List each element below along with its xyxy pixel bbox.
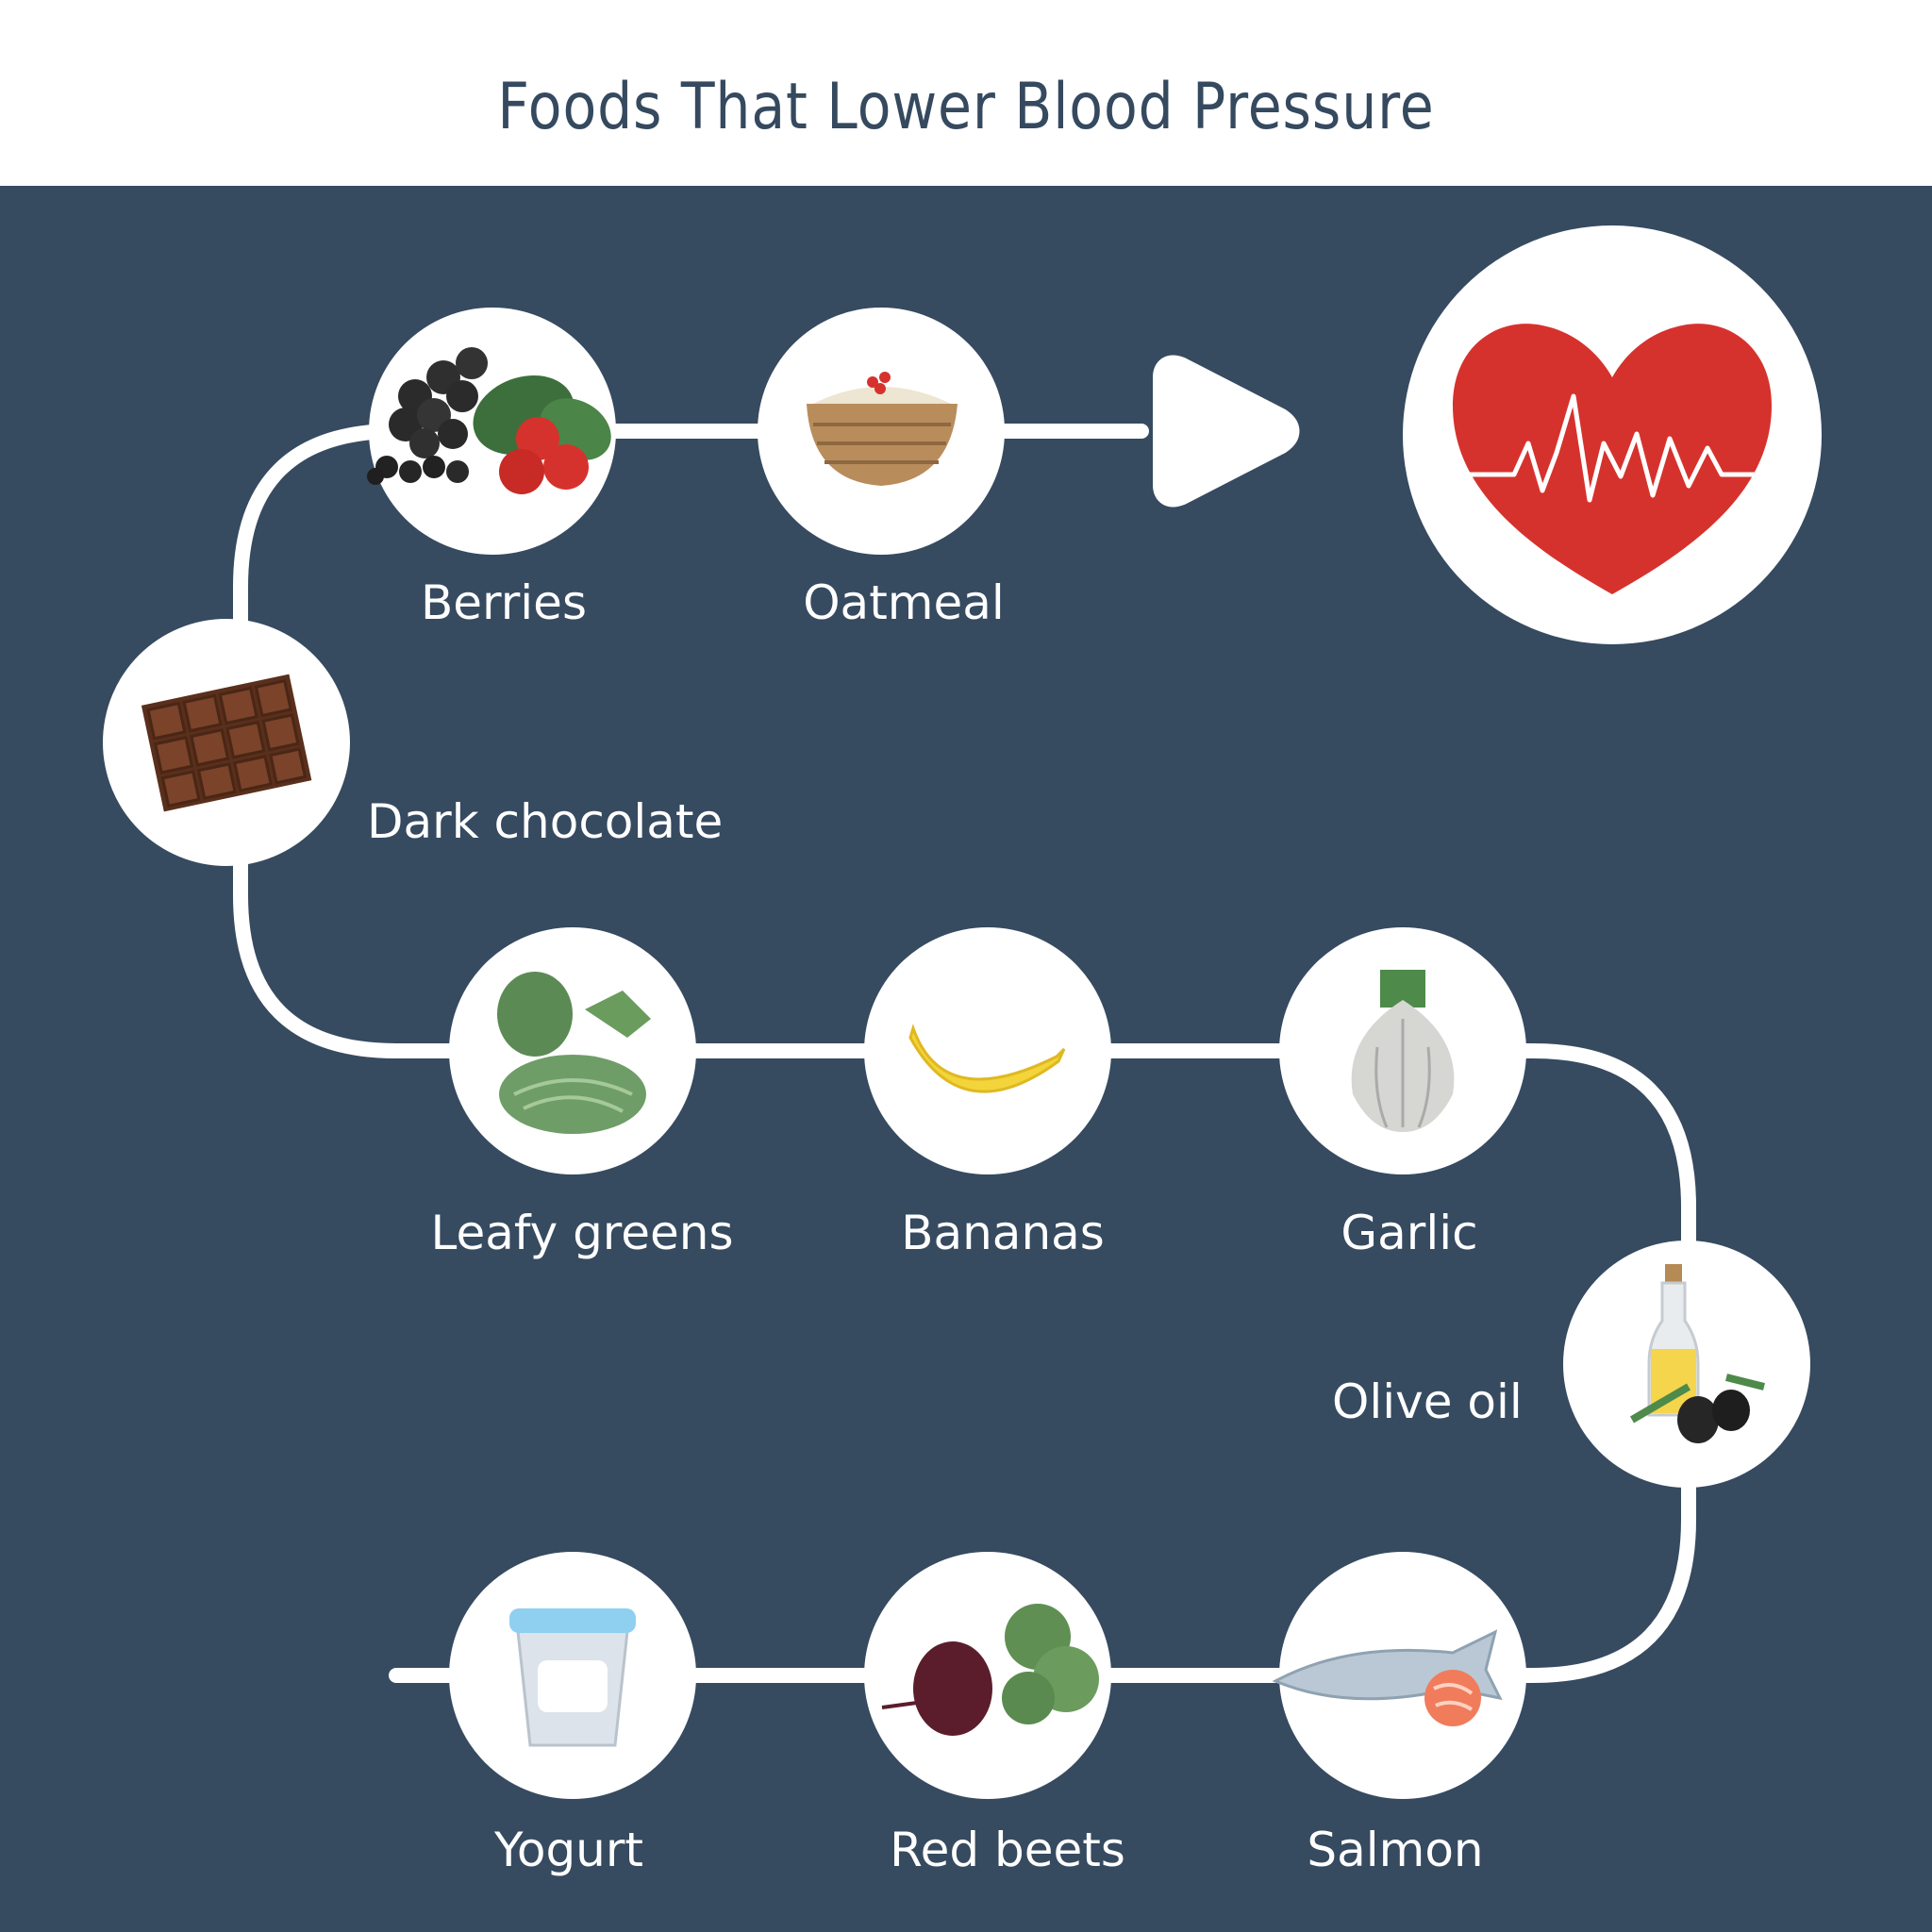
page-title: Foods That Lower Blood Pressure (497, 70, 1435, 144)
label-yogurt: Yogurt (493, 1823, 644, 1877)
olive-oil-icon (1629, 1264, 1765, 1443)
node-oatmeal (758, 308, 1005, 555)
banana-icon (908, 1024, 1066, 1093)
goal-heart-node (1403, 225, 1822, 644)
node-olive-oil (1563, 1241, 1810, 1488)
oatmeal-bowl-icon (807, 372, 958, 486)
label-bananas: Bananas (901, 1206, 1105, 1260)
label-dark-chocolate: Dark chocolate (367, 794, 724, 849)
node-red-beets (864, 1552, 1111, 1799)
header: Foods That Lower Blood Pressure (0, 0, 1932, 186)
arrow-head-icon (1153, 355, 1300, 508)
label-salmon: Salmon (1307, 1823, 1484, 1877)
salmon-icon (1272, 1629, 1503, 1726)
node-dark-chocolate (103, 619, 350, 866)
garlic-icon (1351, 970, 1455, 1132)
label-red-beets: Red beets (890, 1823, 1125, 1877)
node-berries (367, 308, 616, 555)
label-leafy-greens: Leafy greens (430, 1206, 734, 1260)
node-salmon (1272, 1552, 1526, 1799)
chocolate-bar-icon (141, 674, 312, 812)
beet-icon (881, 1604, 1099, 1736)
node-leafy-greens (449, 927, 696, 1174)
leafy-greens-icon (497, 972, 651, 1134)
berries-icon (367, 347, 611, 494)
node-yogurt (449, 1552, 696, 1799)
node-bananas (864, 927, 1111, 1174)
label-berries: Berries (420, 575, 588, 630)
label-oatmeal: Oatmeal (803, 575, 1005, 630)
heartbeat-line (1457, 393, 1769, 503)
label-garlic: Garlic (1341, 1206, 1478, 1260)
label-olive-oil: Olive oil (1332, 1374, 1523, 1429)
node-garlic (1279, 927, 1526, 1174)
yogurt-icon (509, 1608, 636, 1747)
